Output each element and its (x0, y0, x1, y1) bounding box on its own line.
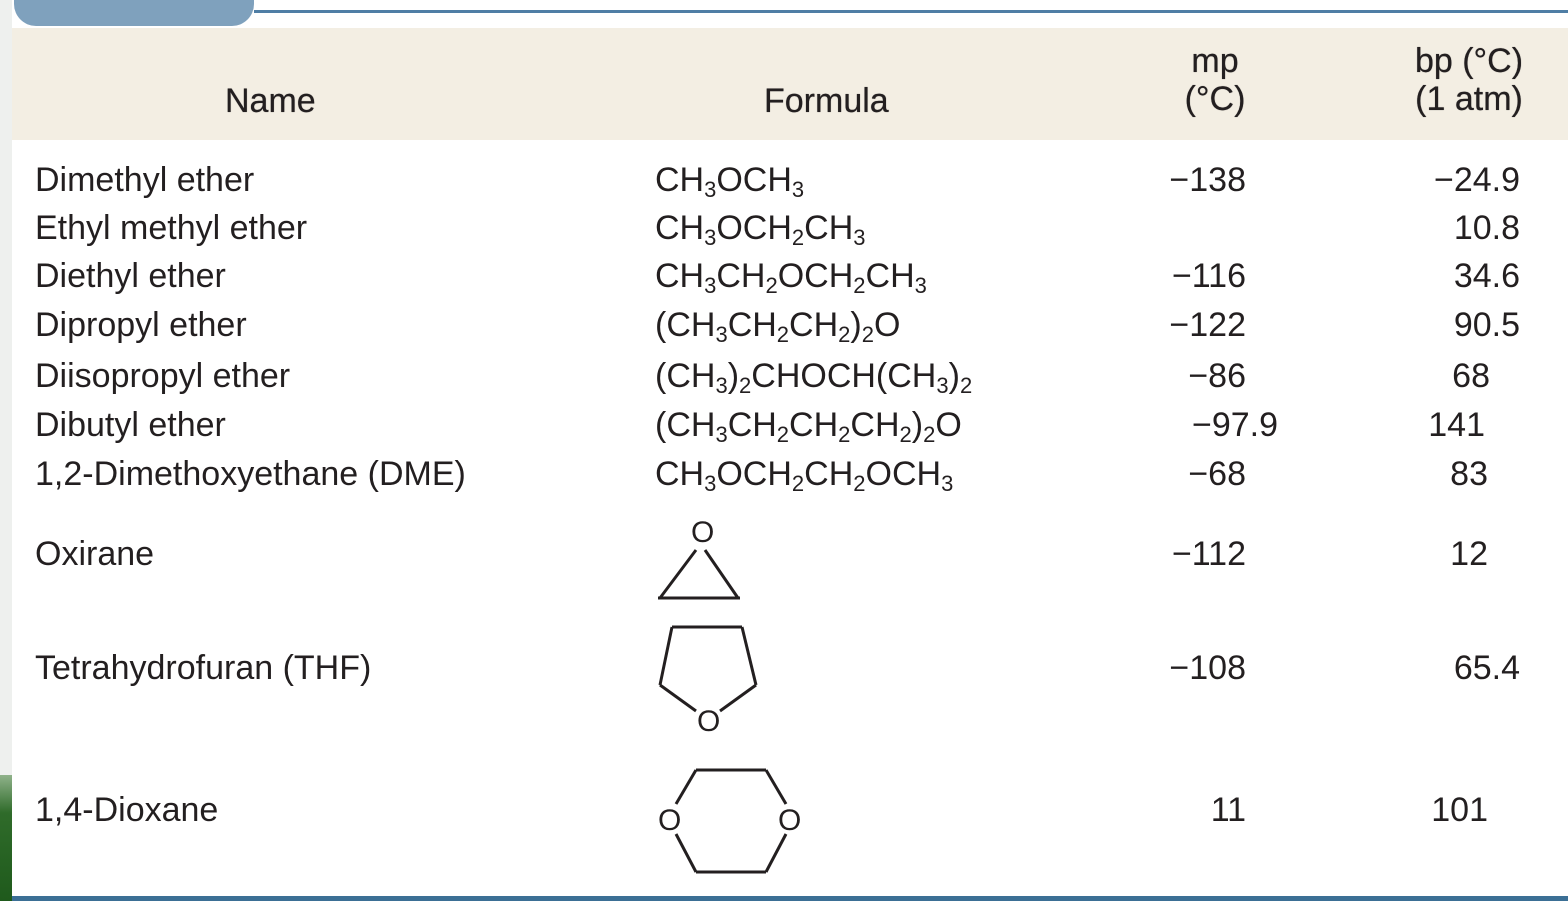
row-bp: 101 (1431, 791, 1488, 829)
top-rule (254, 10, 1568, 13)
ring-bond (659, 683, 697, 713)
ring-bond (764, 833, 788, 873)
row-name: Diethyl ether (35, 257, 226, 295)
row-mp: −138 (1169, 161, 1246, 199)
row-formula: CH3OCH2CH3 (655, 209, 866, 250)
left-edge-strip (0, 0, 12, 901)
header-mp-line1: mp (1191, 42, 1239, 80)
row-formula: (CH3CH2CH2CH2)2O (655, 406, 962, 447)
table-label-tab (14, 0, 254, 26)
ring-bond (719, 683, 757, 713)
row-name: Tetrahydrofuran (THF) (35, 649, 372, 687)
row-bp: 65.4 (1453, 649, 1520, 687)
row-mp: 11 (1210, 791, 1246, 829)
row-bp: 68 (1452, 357, 1490, 395)
row-name: 1,4-Dioxane (35, 791, 219, 829)
ring-bond (674, 769, 698, 805)
row-mp: −97.9 (1191, 406, 1278, 444)
row-mp: −86 (1188, 357, 1246, 395)
ring-bond (674, 833, 698, 873)
row-name: 1,2-Dimethoxyethane (DME) (35, 455, 466, 493)
oxirane-structure-icon: O (658, 516, 740, 600)
row-bp: 83 (1450, 455, 1488, 493)
left-edge-green-strip (0, 775, 12, 901)
bottom-rule (12, 896, 1568, 901)
row-mp: −116 (1171, 257, 1246, 295)
tetrahydrofuran-structure-icon: O (658, 625, 758, 738)
row-name: Ethyl methyl ether (35, 209, 308, 247)
row-bp: 141 (1428, 406, 1485, 444)
row-bp: 90.5 (1453, 306, 1520, 344)
header-formula: Formula (764, 82, 889, 120)
row-bp: 12 (1450, 535, 1488, 573)
row-name: Diisopropyl ether (35, 357, 291, 395)
table-header (12, 28, 1568, 140)
row-formula: CH3CH2OCH2CH3 (655, 257, 927, 298)
ring-bond (703, 549, 740, 599)
row-formula: (CH3CH2CH2)2O (655, 306, 901, 347)
row-mp: −108 (1169, 649, 1246, 687)
header-bp: bp (°C) (1 atm) (1390, 42, 1548, 118)
row-mp: −68 (1188, 455, 1246, 493)
ring-bond (658, 549, 698, 599)
dioxane-structure-icon: O O (658, 768, 801, 874)
row-bp: −24.9 (1433, 161, 1520, 199)
row-mp: −112 (1171, 535, 1246, 573)
ring-oxygen-label: O (697, 705, 720, 738)
row-formula: CH3OCH2CH2OCH3 (655, 455, 954, 496)
header-mp-line2: (°C) (1184, 80, 1246, 118)
row-mp: −122 (1169, 306, 1246, 344)
row-formula: (CH3)2CHOCH(CH3)2 (655, 357, 973, 398)
row-name: Dibutyl ether (35, 406, 226, 444)
row-name: Dimethyl ether (35, 161, 255, 199)
ring-oxygen-label: O (778, 804, 801, 837)
row-name: Dipropyl ether (35, 306, 247, 344)
row-bp: 34.6 (1453, 257, 1520, 295)
header-name: Name (225, 82, 316, 120)
row-bp: 10.8 (1453, 209, 1520, 247)
ring-oxygen-label: O (691, 516, 714, 549)
header-mp: mp (°C) (1150, 42, 1280, 118)
header-bp-line2: (1 atm) (1415, 80, 1523, 118)
ring-bond (658, 626, 674, 686)
header-bp-line1: bp (°C) (1414, 42, 1524, 80)
ring-bond (764, 769, 788, 805)
row-name: Oxirane (35, 535, 155, 573)
ring-oxygen-label: O (658, 804, 681, 837)
row-formula: CH3OCH3 (655, 161, 805, 202)
ring-bond (740, 626, 758, 686)
